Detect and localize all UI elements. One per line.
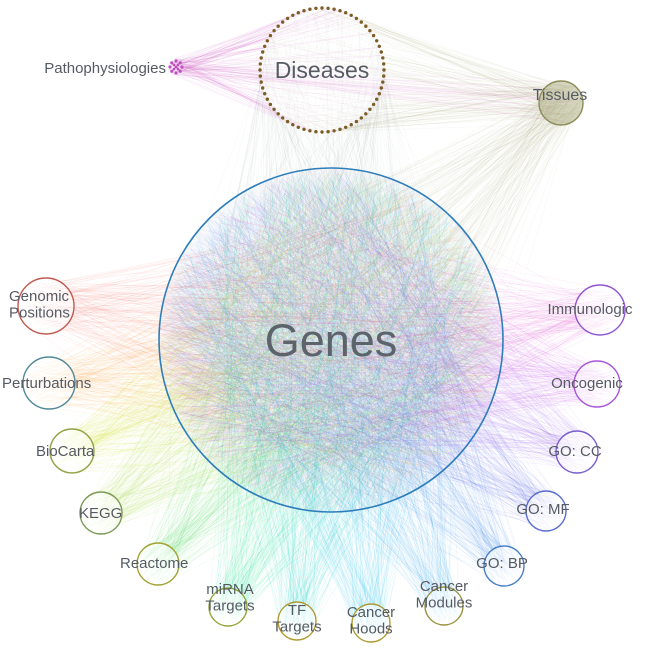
- edge-fan-oncogenic-genes: [159, 176, 619, 507]
- genomic-positions-label: Positions: [9, 305, 70, 322]
- edge-fan-tissues-genes: [160, 83, 583, 512]
- edge-fans: [21, 7, 625, 642]
- kegg-circle[interactable]: [79, 491, 123, 535]
- edge-fan-pathophysiologies-tissues: [168, 58, 583, 123]
- go-bp-label: GO: BP: [476, 555, 528, 572]
- node-cancer-modules: [424, 586, 464, 626]
- node-go-bp: [483, 545, 525, 587]
- node-biocarta: [49, 428, 95, 474]
- cancer-hoods-label: Cancer: [347, 604, 395, 621]
- node-cancer-hoods: [351, 603, 391, 643]
- go-bp-circle[interactable]: [483, 545, 525, 587]
- node-go-cc: [555, 430, 599, 474]
- edge-fan-biocarta-genes: [50, 169, 501, 492]
- diseases-circle[interactable]: [260, 8, 384, 132]
- node-tissues: [538, 80, 584, 126]
- immunologic-label: Immunologic: [547, 301, 633, 318]
- peripheral-nodes: [17, 6, 626, 643]
- mirna-targets-label: Targets: [205, 598, 254, 615]
- node-perturbations: [22, 356, 76, 410]
- edge-fan-genomic-positions-genes: [21, 190, 501, 504]
- cancer-hoods-circle[interactable]: [351, 603, 391, 643]
- edge-fan-immunologic-genes: [159, 183, 625, 506]
- edge-fan-kegg-genes: [80, 169, 501, 534]
- edge-fan-pathophysiologies-diseases: [167, 8, 385, 132]
- go-cc-label: GO: CC: [548, 443, 602, 460]
- node-reactome: [136, 542, 180, 586]
- genomic-positions-label: Genomic: [9, 288, 70, 305]
- immunologic-circle[interactable]: [574, 284, 626, 336]
- mirna-targets-label: miRNA: [206, 581, 254, 598]
- node-tf-targets: [277, 601, 317, 641]
- edge-fan-mirna-targets-genes: [209, 170, 502, 625]
- node-immunologic: [574, 284, 626, 336]
- diseases-label: Diseases: [275, 57, 370, 83]
- edge-fan-go-mf-genes: [159, 168, 566, 531]
- node-mirna-targets: [208, 587, 248, 627]
- node-diseases: [258, 6, 386, 134]
- edge-fan-reactome-genes: [137, 170, 503, 585]
- genomic-positions-circle[interactable]: [17, 277, 75, 335]
- genes-label: Genes: [265, 315, 398, 366]
- mirna-targets-circle[interactable]: [208, 587, 248, 627]
- reactome-label: Reactome: [120, 555, 188, 572]
- edge-fan-diseases-genes: [165, 7, 491, 511]
- genes-node[interactable]: [158, 167, 504, 513]
- edge-fan-cancer-hoods-genes: [168, 170, 489, 642]
- node-genomic-positions: [17, 277, 75, 335]
- kegg-label: KEGG: [79, 505, 122, 522]
- go-cc-circle[interactable]: [555, 430, 599, 474]
- biocarta-label: BioCarta: [36, 443, 95, 460]
- genes-circle-fill: [159, 168, 503, 512]
- edge-fan-go-bp-genes: [161, 170, 524, 586]
- tissues-label: Tissues: [533, 87, 588, 104]
- reactome-circle[interactable]: [136, 542, 180, 586]
- edge-fan-tf-targets-genes: [168, 170, 492, 640]
- edge-fan-cancer-modules-genes: [160, 170, 473, 624]
- tf-targets-circle[interactable]: [277, 601, 317, 641]
- tf-targets-label: TF: [288, 602, 306, 619]
- edge-fan-perturbations-genes: [23, 179, 503, 488]
- node-kegg: [79, 491, 123, 535]
- go-mf-circle[interactable]: [525, 490, 567, 532]
- pathophysiologies-dot-cluster[interactable]: [168, 59, 184, 75]
- tissues-circle[interactable]: [538, 80, 584, 126]
- go-mf-label: GO: MF: [516, 501, 569, 518]
- oncogenic-circle[interactable]: [573, 360, 621, 408]
- edge-fan-diseases-tissues: [259, 7, 582, 133]
- oncogenic-label: Oncogenic: [551, 375, 623, 392]
- node-oncogenic: [573, 360, 621, 408]
- cancer-modules-label: Modules: [416, 595, 473, 612]
- perturbations-circle[interactable]: [22, 356, 76, 410]
- node-go-mf: [525, 490, 567, 532]
- cancer-modules-circle[interactable]: [424, 586, 464, 626]
- tf-targets-label: Targets: [272, 619, 321, 636]
- pathophysiologies-label: Pathophysiologies: [44, 60, 166, 77]
- perturbations-label: Perturbations: [2, 375, 91, 392]
- cancer-hoods-label: Hoods: [349, 621, 392, 638]
- biocarta-circle[interactable]: [49, 428, 95, 474]
- node-pathophysiologies: [168, 59, 184, 75]
- diseases-dot-ring: [258, 6, 386, 134]
- cancer-modules-label: Cancer: [420, 578, 468, 595]
